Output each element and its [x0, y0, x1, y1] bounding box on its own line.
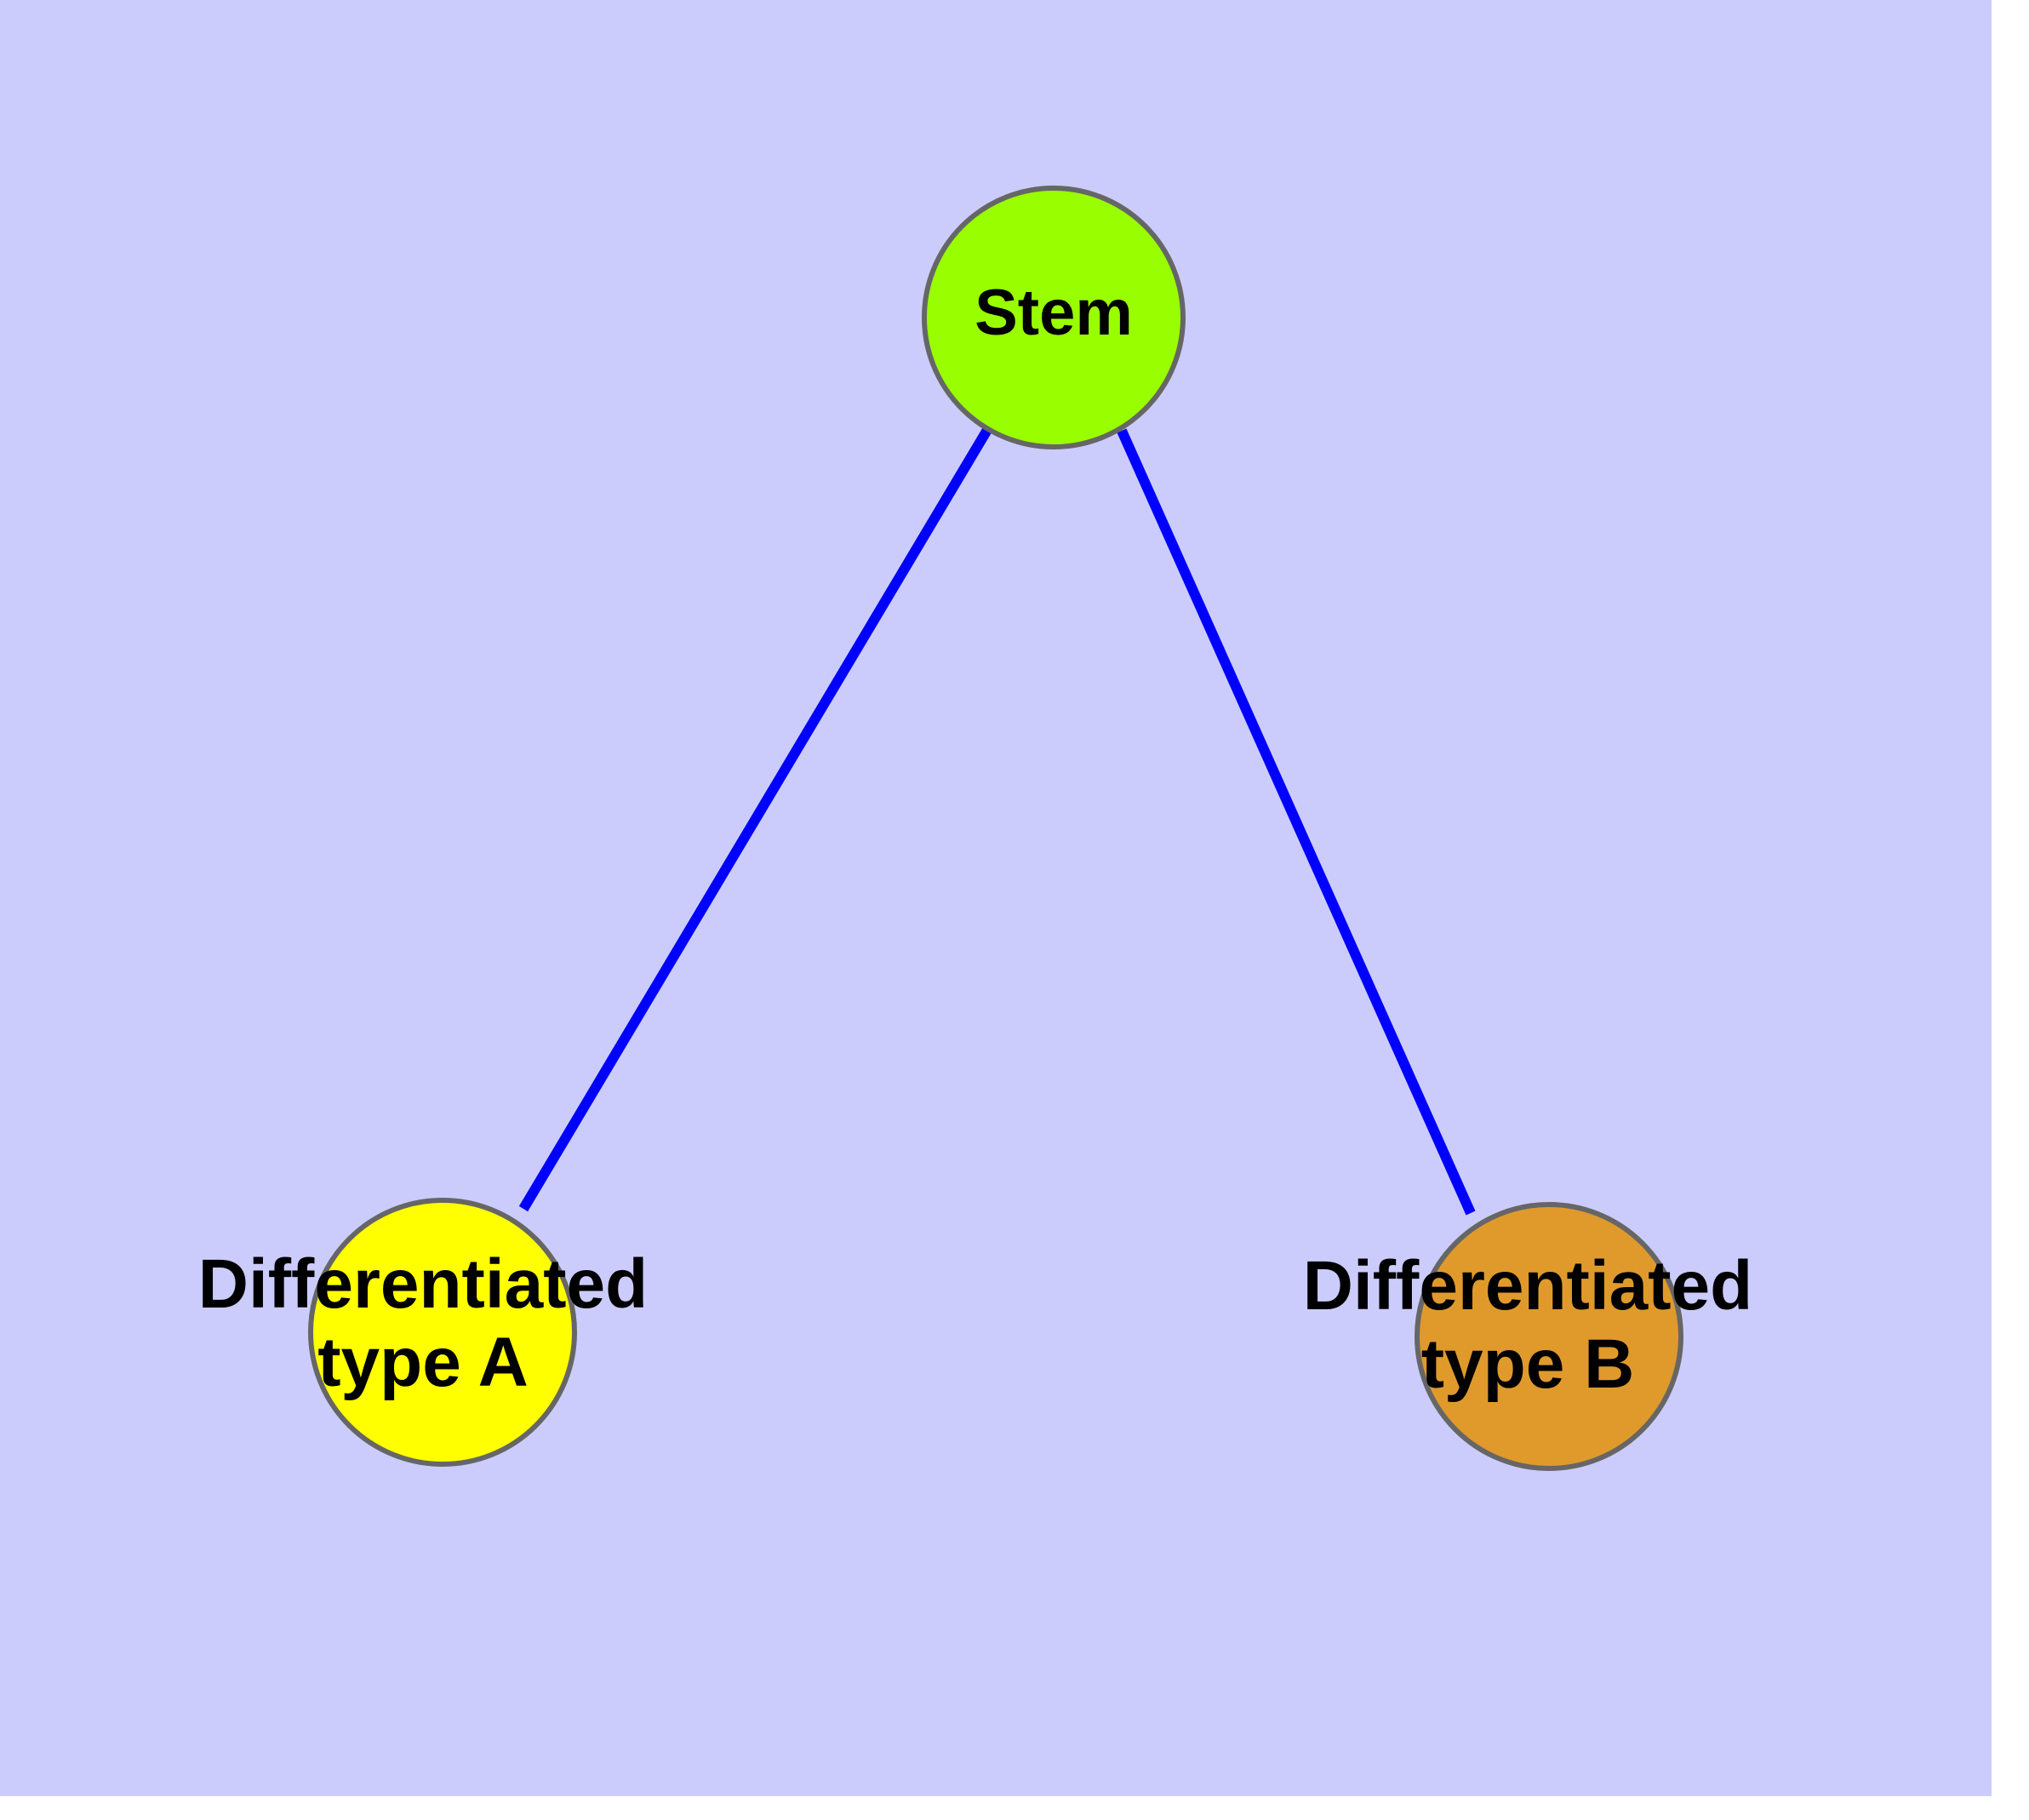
node-label-line: type A [317, 1324, 529, 1401]
node-label-stem: Stem [974, 277, 1133, 349]
node-label-line: Stem [974, 277, 1133, 349]
node-label-line: Differentiated [198, 1245, 649, 1323]
node-label-line: type B [1421, 1325, 1635, 1403]
edge-stem-to-differentiated-type-a[interactable] [518, 426, 992, 1212]
edge-stem-to-differentiated-type-b[interactable] [1117, 428, 1476, 1216]
node-label-line: Differentiated [1303, 1247, 1753, 1325]
node-layer [308, 186, 1683, 1471]
node-differentiated-type-b[interactable] [1415, 1202, 1683, 1471]
node-stem[interactable] [922, 186, 1186, 449]
node-differentiated-type-a[interactable] [308, 1198, 577, 1467]
edge-layer [518, 426, 1476, 1216]
